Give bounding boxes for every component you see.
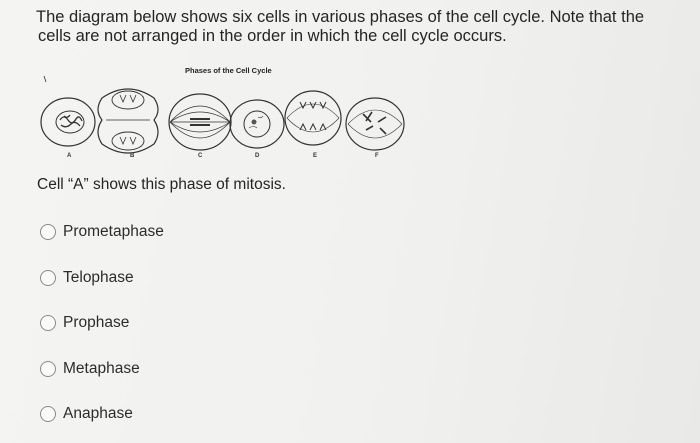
choice-label: Prophase xyxy=(63,314,130,331)
choice-prometaphase[interactable]: Prometaphase xyxy=(40,222,164,242)
choice-telophase[interactable]: Telophase xyxy=(40,268,134,288)
radio-button[interactable] xyxy=(40,270,56,286)
question-line-2: cells are not arranged in the order in w… xyxy=(38,27,507,45)
choice-label: Metaphase xyxy=(63,360,140,377)
question-line-1: The diagram below shows six cells in var… xyxy=(36,8,645,26)
radio-button[interactable] xyxy=(40,224,56,240)
cell-d-drawing xyxy=(229,99,285,149)
radio-button[interactable] xyxy=(40,361,56,377)
radio-button[interactable] xyxy=(40,406,56,422)
cell-a-drawing xyxy=(40,75,96,147)
cell-b-drawing xyxy=(97,88,159,154)
choice-prophase[interactable]: Prophase xyxy=(40,313,129,333)
choice-label: Prometaphase xyxy=(63,223,164,240)
choice-label: Telophase xyxy=(63,269,134,286)
cell-cycle-drawing xyxy=(40,75,405,154)
cell-f-drawing xyxy=(345,97,405,151)
choice-label: Anaphase xyxy=(63,405,133,422)
cell-label-a: A xyxy=(67,153,72,159)
cell-label-c: C xyxy=(198,153,203,159)
cell-c-drawing xyxy=(168,93,232,151)
cell-cycle-figure: Phases of the Cell Cycle A B C D E F xyxy=(30,62,430,172)
cell-label-e: E xyxy=(313,153,318,159)
choice-metaphase[interactable]: Metaphase xyxy=(40,359,140,379)
question-prompt: Cell “A” shows this phase of mitosis. xyxy=(37,176,286,193)
question-text: The diagram below shows six cells in var… xyxy=(36,8,676,46)
cell-label-f: F xyxy=(375,153,379,159)
choice-anaphase[interactable]: Anaphase xyxy=(40,404,133,424)
cell-label-d: D xyxy=(255,153,260,159)
figure-title: Phases of the Cell Cycle xyxy=(185,66,272,75)
radio-button[interactable] xyxy=(40,315,56,331)
cell-e-drawing xyxy=(284,90,342,146)
cell-label-b: B xyxy=(130,153,135,159)
